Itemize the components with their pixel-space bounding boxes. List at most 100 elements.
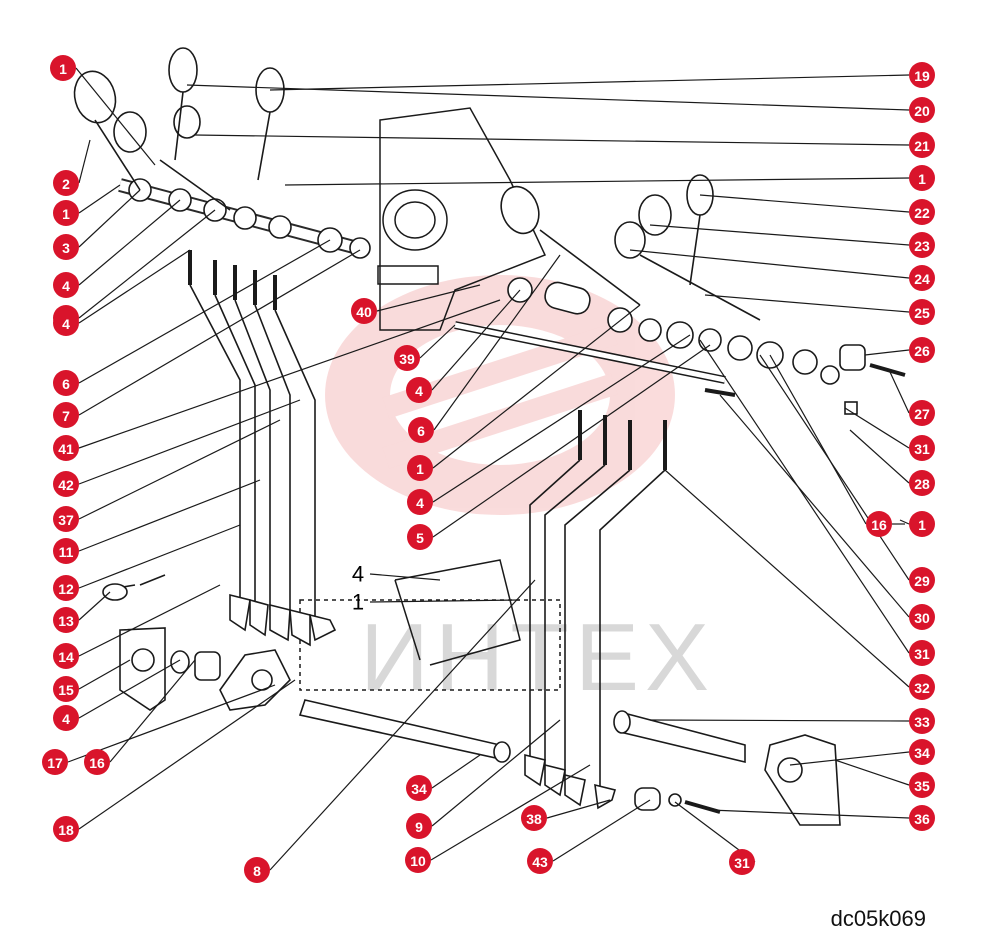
knob-icon [73,70,117,124]
callout-circle [909,199,935,225]
leader-line [844,407,910,449]
callout-center-9: 9 [406,813,432,839]
callout-center-10: 10 [405,847,431,873]
callout-circle [408,417,434,443]
callout-center-8: 8 [244,857,270,883]
callout-circle [909,604,935,630]
callout-left-3: 3 [53,234,79,260]
callout-circle [909,165,935,191]
callout-center-4: 4 [406,377,432,403]
callout-number: 4 [416,495,424,511]
leader-line [78,249,361,416]
callout-number: 19 [914,68,930,84]
leader-line [431,754,481,789]
callout-number: 40 [356,304,372,320]
callout-circle [909,470,935,496]
leader-line [864,349,910,356]
callout-left-17: 17 [42,749,68,775]
callout-right-27: 27 [909,400,935,426]
leader-line [552,799,651,862]
callout-right-36: 36 [909,805,935,831]
leader-line [664,469,910,688]
callout-number: 31 [914,646,930,662]
leader-line [78,419,281,520]
callout-circle [909,62,935,88]
callout-circle [53,607,79,633]
leader-line [75,67,156,166]
callout-left-12: 12 [53,575,79,601]
callout-number: 16 [871,517,887,533]
callout-number: 9 [415,819,423,835]
callout-number: 21 [914,138,930,154]
leader-line [78,679,296,830]
callout-number: 14 [58,649,74,665]
diagram-code: dc05k069 [830,906,926,931]
leader-line [78,249,191,324]
callout-number: 10 [410,853,426,869]
callout-circle [53,402,79,428]
callout-number: 5 [416,530,424,546]
callout-circle [53,200,79,226]
leader-line [769,354,867,525]
callout-badges: 1213454674142371112131415417161819202112… [42,55,935,883]
callout-number: 24 [914,271,930,287]
callout-circle [909,337,935,363]
callout-number: 22 [914,205,930,221]
leader-line [369,599,521,603]
leader-line [78,299,501,449]
leader-line [269,579,536,871]
callout-circle [909,567,935,593]
callout-circle [53,575,79,601]
callout-circle [909,739,935,765]
callout-right-16: 16 [866,511,892,537]
callout-circle [909,132,935,158]
callout-left-4: 4 [53,705,79,731]
callout-number: 30 [914,610,930,626]
leader-line [699,339,910,654]
leader-line [629,249,910,279]
leader-line [109,659,196,763]
leader-line [78,139,91,184]
callout-center-40: 40 [351,298,377,324]
callout-number: 33 [914,714,930,730]
callout-right-20: 20 [909,97,935,123]
leader-line [699,194,910,213]
callout-number: 32 [914,680,930,696]
callout-number: 41 [58,441,74,457]
watermark-logo [325,275,675,515]
callout-left-41: 41 [53,435,79,461]
callout-circle [406,775,432,801]
callout-right-25: 25 [909,299,935,325]
callout-circle [866,511,892,537]
callout-number: 27 [914,406,930,422]
callout-number: 38 [526,811,542,827]
callout-number: 1 [416,461,424,477]
callout-left-13: 13 [53,607,79,633]
callout-right-32: 32 [909,674,935,700]
callout-circle [53,676,79,702]
callout-left-2: 2 [53,170,79,196]
leader-line [284,177,910,186]
callout-circle [909,805,935,831]
callout-center-4: 4 [407,489,433,515]
callout-left-11: 11 [53,538,79,564]
callout-number: 4 [62,278,70,294]
callout-left-4: 4 [53,310,79,336]
callout-number: 4 [415,383,423,399]
callout-circle [909,435,935,461]
callout-circle [50,55,76,81]
callout-circle [53,234,79,260]
callout-circle [42,749,68,775]
callout-right-23: 23 [909,232,935,258]
leader-line [432,344,711,538]
watermark-text: ИНТЕХ [360,604,715,711]
callout-number: 12 [58,581,74,597]
callout-center-38: 38 [521,805,547,831]
callout-right-35: 35 [909,772,935,798]
leader-line [186,84,910,111]
callout-left-42: 42 [53,471,79,497]
leader-line [889,371,910,414]
callout-number: 36 [914,811,930,827]
leader-line [709,809,910,819]
callout-right-28: 28 [909,470,935,496]
